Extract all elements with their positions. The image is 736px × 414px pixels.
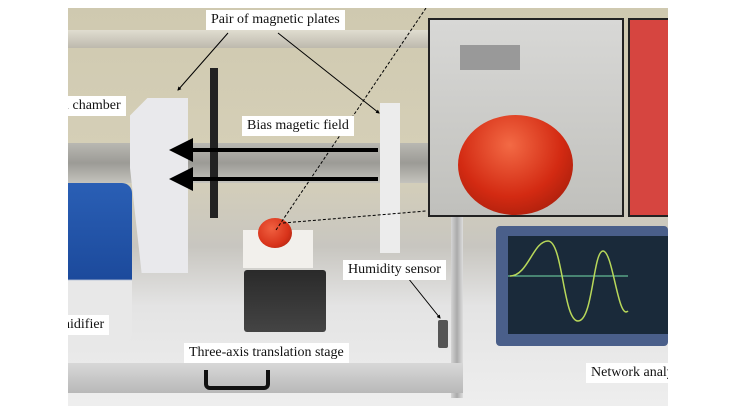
frame-post [451, 208, 463, 398]
handle [204, 370, 270, 390]
label-magnetic-plates: Pair of magnetic plates [206, 10, 345, 30]
label-humidity-sensor: Humidity sensor [343, 260, 446, 280]
inset-sensor-holder [460, 45, 520, 70]
label-translation-stage: Three-axis translation stage [184, 343, 349, 363]
inset-tomato [458, 115, 573, 215]
inset-closeup [428, 18, 624, 217]
zoom-dashed-line-2 [282, 210, 427, 224]
annotation-arrows [169, 8, 441, 319]
plates-leader-left [177, 32, 229, 91]
tomato [258, 218, 292, 248]
inset-red [628, 18, 668, 217]
right-magnetic-plate [380, 103, 400, 253]
label-chamber: tal chamber [68, 96, 126, 116]
stand-post [210, 68, 218, 218]
plates-leader-right [277, 32, 380, 114]
label-bias-field: Bias magetic field [242, 116, 354, 136]
analyzer-screen [508, 236, 668, 334]
label-network-analyzer: Network analy [586, 363, 668, 383]
humidity-leader [407, 277, 441, 319]
translation-stage [244, 270, 326, 332]
experimental-setup-photo: Pair of magnetic plates tal chamber Bias… [68, 8, 668, 406]
top-rail [68, 30, 428, 48]
label-humidifier: nidifier [68, 315, 110, 335]
humidity-sensor [438, 320, 448, 348]
analyzer-trace [508, 240, 629, 322]
